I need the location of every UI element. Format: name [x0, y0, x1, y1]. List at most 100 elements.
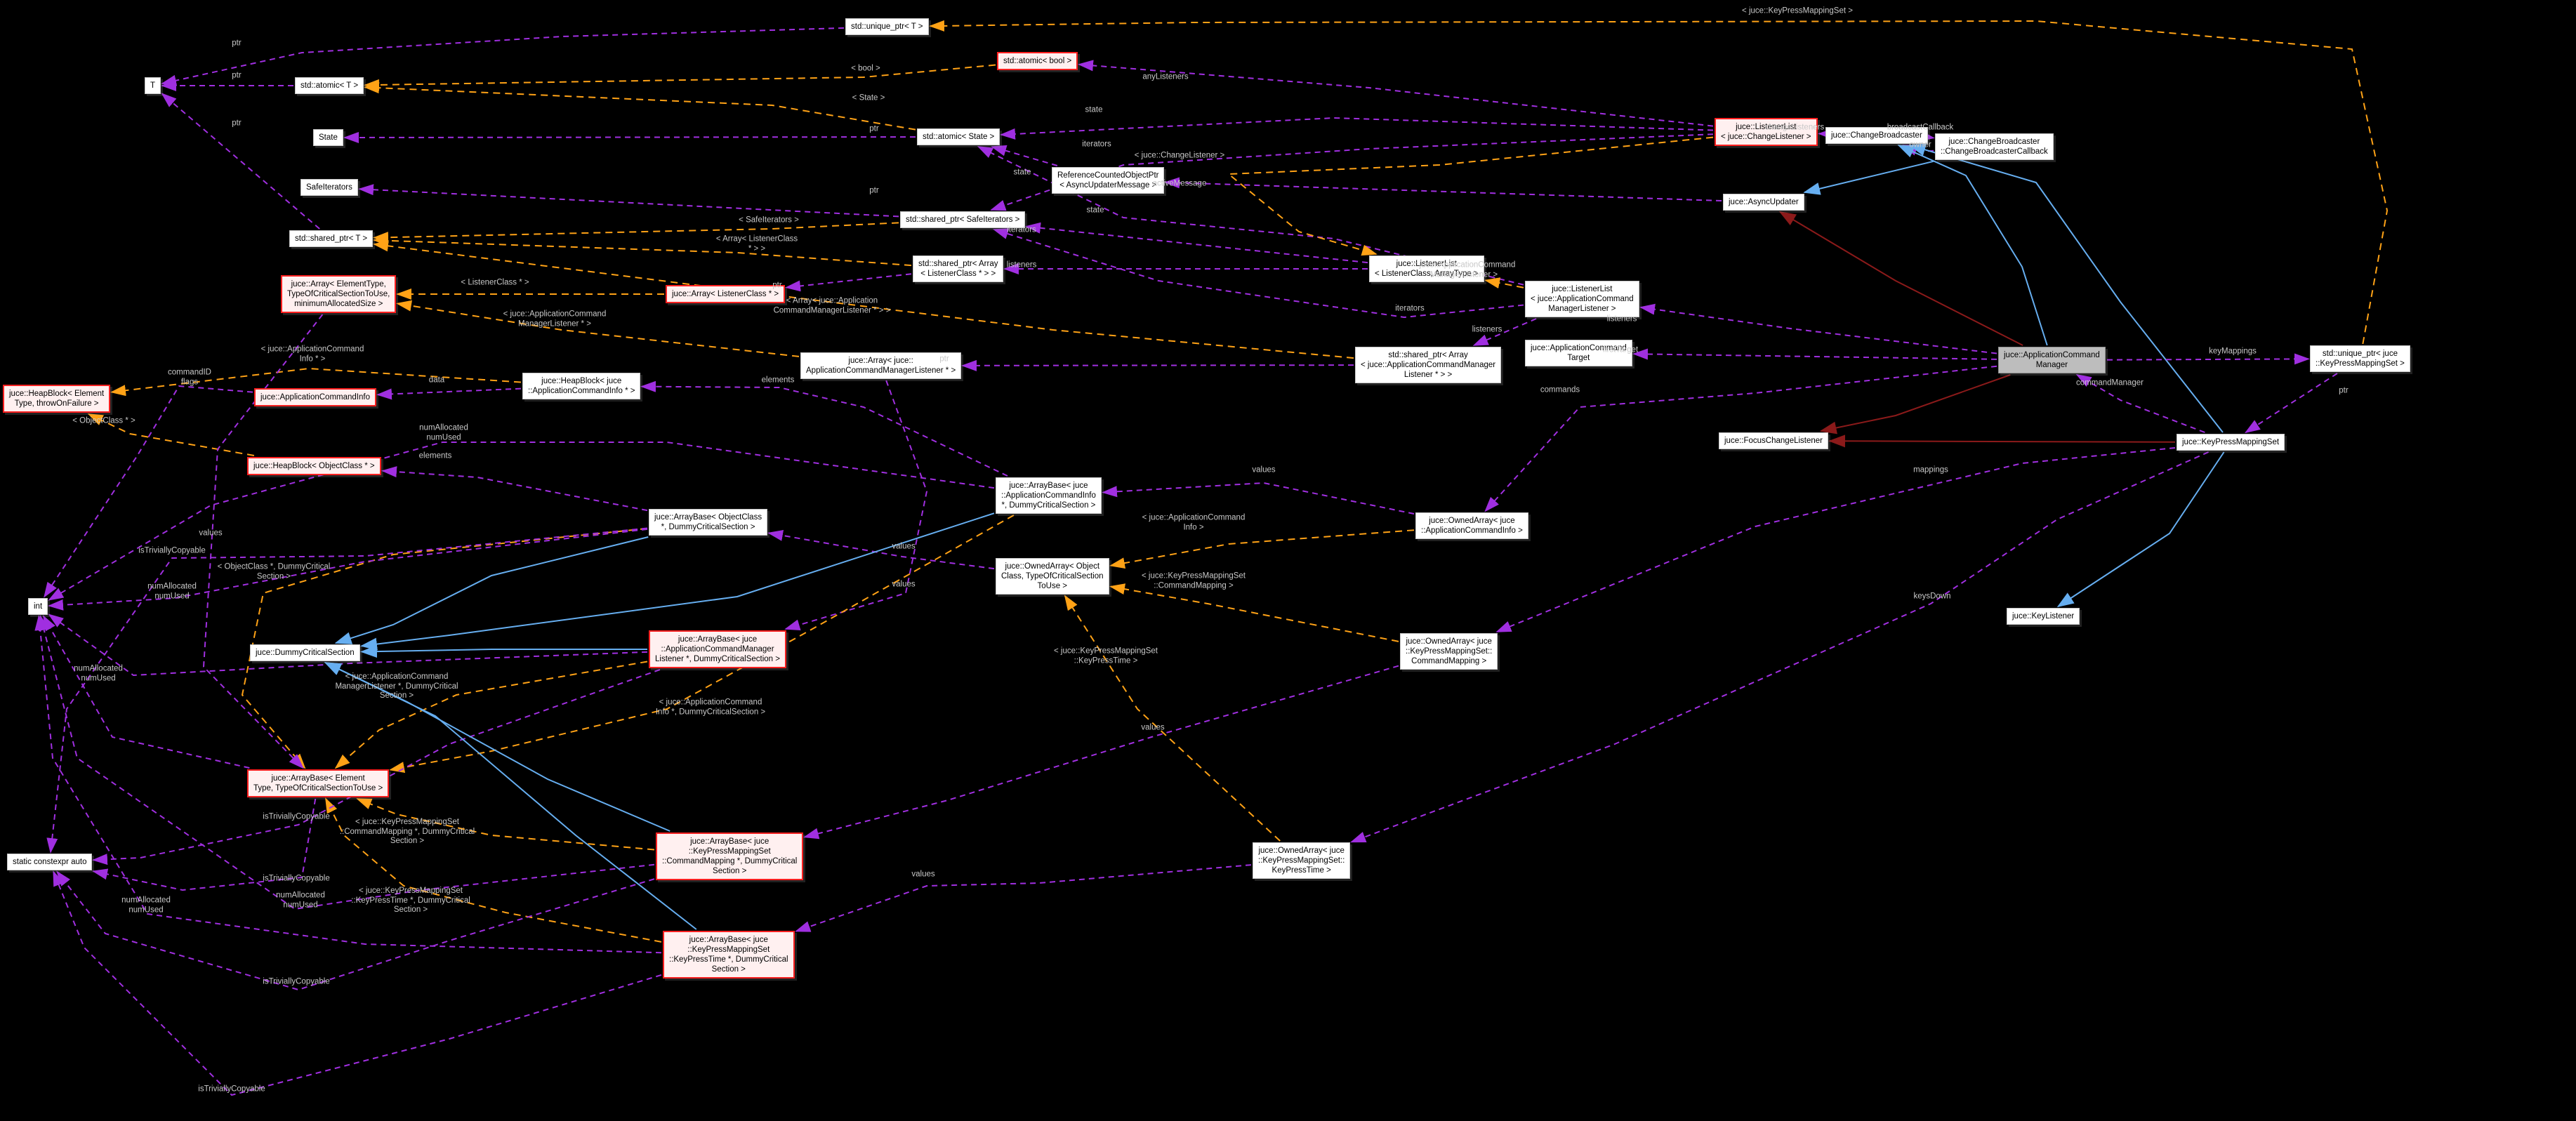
node-acm[interactable]: juce::ApplicationCommand Manager [1998, 347, 2106, 373]
node-owned-objectclass[interactable]: juce::OwnedArray< Object Class, TypeOfCr… [996, 558, 1109, 595]
edge-arraybase-acml-to-int [48, 613, 648, 677]
edge-label-heapblock-aci-to-appcommandinfo: data [428, 376, 445, 385]
node-arraybase-commandmapping[interactable]: juce::ArrayBase< juce ::KeyPressMappingS… [656, 833, 804, 880]
node-listenerlist-acml[interactable]: juce::ListenerList < juce::ApplicationCo… [1525, 281, 1639, 317]
edge-label-arraybase-objectclass-to-arraybase-element: < ObjectClass *, DummyCritical Section > [217, 562, 331, 581]
node-kpms[interactable]: juce::KeyPressMappingSet [2177, 434, 2285, 451]
edge-label-atomic-t-to-t: ptr [232, 71, 242, 80]
edge-label-shared-t-to-t: ptr [232, 119, 242, 128]
edge-label-owned-aci-to-arraybase-aci: values [1252, 465, 1276, 475]
edge-label-arraybase-objectclass-to-static-auto: isTriviallyCopyable [138, 546, 206, 555]
edge-label-arraybase-commandmapping-to-arraybase-element: < juce::KeyPressMappingSet ::CommandMapp… [339, 817, 475, 845]
edge-label-shared-safeiterators-to-safeiterators: ptr [869, 186, 879, 195]
node-asyncupdater[interactable]: juce::AsyncUpdater [1723, 194, 1804, 211]
edge-label-acm-to-owned-aci: commands [1540, 385, 1580, 394]
node-array-template[interactable]: juce::Array< ElementType, TypeOfCritical… [281, 275, 397, 313]
edge-label-kpms-to-owned-keypresstime: keysDown [1913, 592, 1951, 601]
node-shared-array-listenerclass[interactable]: std::shared_ptr< Array < ListenerClass *… [913, 256, 1004, 282]
edge-label-listenerlist-acml-to-shared-safeiterators: iterators [1395, 304, 1425, 313]
edge-label-arraybase-aci-to-int: numAllocated numUsed [419, 423, 468, 442]
edge-label-shared-array-acml-to-shared-t: < Array< juce::Application CommandManage… [773, 296, 891, 315]
edge-arraybase-objectclass-to-heapblock-objectclass [381, 466, 648, 512]
node-appcommandinfo[interactable]: juce::ApplicationCommandInfo [254, 388, 376, 406]
edge-unique-kpms-to-unique-t [929, 20, 2389, 345]
edge-owned-commandmapping-to-owned-objectclass [1109, 583, 1399, 642]
edge-shared-safeiterators-to-shared-t [373, 222, 899, 244]
edge-label-changebroadcastercallback-to-changebroadcaster: owner [1909, 140, 1931, 150]
node-owned-aci[interactable]: juce::OwnedArray< juce ::ApplicationComm… [1415, 512, 1528, 539]
node-array-acml[interactable]: juce::Array< juce:: ApplicationCommandMa… [800, 352, 962, 379]
edge-label-appcommandinfo-to-int: commandID flags [168, 368, 211, 387]
node-safeiterators[interactable]: SafeIterators [300, 179, 358, 196]
node-owned-commandmapping[interactable]: juce::OwnedArray< juce ::KeyPressMapping… [1400, 633, 1498, 670]
node-heapblock-aci[interactable]: juce::HeapBlock< juce ::ApplicationComma… [522, 373, 641, 399]
edge-acm-to-owned-aci [1484, 365, 1997, 512]
edge-label-owned-objectclass-to-arraybase-objectclass: values [892, 542, 916, 551]
node-dummycs[interactable]: juce::DummyCriticalSection [250, 644, 360, 661]
edge-label-owned-keypresstime-to-arraybase-keypresstime: values [911, 870, 935, 879]
node-arraybase-acml[interactable]: juce::ArrayBase< juce ::ApplicationComma… [649, 630, 786, 668]
edge-label-heapblock-aci-to-heapblock-element: < juce::ApplicationCommand Info * > [260, 345, 364, 364]
edge-array-acml-to-arraybase-acml [784, 380, 928, 630]
edge-shared-array-listenerclass-to-array-listenerclass [785, 273, 912, 292]
edge-heapblock-objectclass-to-heapblock-element [87, 413, 255, 456]
node-owned-keypresstime[interactable]: juce::OwnedArray< juce ::KeyPressMapping… [1253, 842, 1351, 879]
node-arraybase-keypresstime[interactable]: juce::ArrayBase< juce ::KeyPressMappingS… [663, 931, 795, 979]
node-shared-array-acml[interactable]: std::shared_ptr< Array < juce::Applicati… [1355, 347, 1502, 383]
edge-label-arraybase-commandmapping-to-static-auto: isTriviallyCopyable [263, 977, 330, 986]
edge-arraybase-aci-to-heapblock-aci [640, 380, 1008, 477]
edge-label-arraybase-aci-to-arraybase-element: < juce::ApplicationCommand Info *, Dummy… [655, 698, 766, 717]
edge-kpms-to-changebroadcaster [1908, 143, 2224, 433]
node-static-auto[interactable]: static constexpr auto [7, 854, 93, 870]
node-changebroadcastercallback[interactable]: juce::ChangeBroadcaster ::ChangeBroadcas… [1935, 133, 2054, 160]
edge-label-arraybase-keypresstime-to-int: numAllocated numUsed [121, 896, 171, 915]
node-changebroadcaster[interactable]: juce::ChangeBroadcaster [1825, 127, 1928, 144]
node-shared-safeiterators[interactable]: std::shared_ptr< SafeIterators > [900, 211, 1026, 228]
node-int[interactable]: int [28, 598, 48, 615]
node-t[interactable]: T [145, 77, 161, 94]
edge-label-listenerlist-changelistener-to-shared-safeiterators: iterators [1082, 140, 1111, 149]
edge-label-heapblock-objectclass-to-heapblock-element: < ObjectClass * > [72, 416, 136, 425]
edge-label-array-acml-to-arraybase-acml: values [892, 580, 916, 589]
node-listenerlist-template[interactable]: juce::ListenerList < ListenerClass, Arra… [1369, 256, 1484, 282]
node-rcop[interactable]: ReferenceCountedObjectPtr < AsyncUpdater… [1052, 167, 1165, 194]
edge-label-shared-array-listenerclass-to-array-listenerclass: ptr [772, 281, 782, 290]
edge-label-arraybase-commandmapping-to-int: numAllocated numUsed [276, 891, 325, 910]
edge-arraybase-aci-to-int [48, 442, 995, 601]
edge-arraybase-aci-to-dummycs [360, 512, 995, 651]
node-atomic-t[interactable]: std::atomic< T > [295, 77, 364, 94]
node-atomic-state[interactable]: std::atomic< State > [917, 128, 1000, 145]
edge-label-shared-safeiterators-to-shared-t: < SafeIterators > [739, 215, 799, 225]
node-shared-t[interactable]: std::shared_ptr< T > [289, 230, 374, 247]
edge-label-arraybase-keypresstime-to-static-auto: isTriviallyCopyable [198, 1084, 265, 1094]
node-arraybase-objectclass[interactable]: juce::ArrayBase< ObjectClass *, DummyCri… [649, 509, 768, 536]
edge-label-shared-array-acml-to-array-acml: ptr [939, 354, 949, 364]
node-state[interactable]: State [313, 129, 343, 146]
edge-label-listenerlist-acml-to-shared-array-acml: listeners [1472, 325, 1502, 334]
node-arraybase-aci[interactable]: juce::ArrayBase< juce ::ApplicationComma… [996, 477, 1102, 514]
node-array-listenerclass[interactable]: juce::Array< ListenerClass * > [666, 285, 786, 303]
edge-label-listenerlist-template-to-shared-array-listenerclass: listeners [1006, 260, 1037, 270]
node-atomic-bool[interactable]: std::atomic< bool > [997, 52, 1078, 70]
edge-label-arraybase-acml-to-arraybase-element: < juce::ApplicationCommand ManagerListen… [335, 672, 458, 700]
edge-unique-t-to-t [161, 27, 845, 86]
edge-label-array-template-to-arraybase-element: values [199, 529, 223, 538]
edge-shared-safeiterators-to-safeiterators [358, 184, 899, 218]
node-focuschangelistener[interactable]: juce::FocusChangeListener [1719, 432, 1828, 449]
edge-owned-objectclass-to-arraybase-objectclass [767, 529, 995, 570]
edge-acm-to-changebroadcaster [1897, 145, 2048, 346]
node-heapblock-objectclass[interactable]: juce::HeapBlock< ObjectClass * > [247, 457, 381, 475]
edge-array-acml-to-array-template [396, 300, 800, 357]
edge-atomic-state-to-atomic-t [364, 82, 916, 131]
node-unique-kpms[interactable]: std::unique_ptr< juce ::KeyPressMappingS… [2310, 345, 2410, 372]
node-arraybase-element[interactable]: juce::ArrayBase< Element Type, TypeOfCri… [247, 769, 390, 797]
node-heapblock-element[interactable]: juce::HeapBlock< Element Type, throwOnFa… [3, 385, 111, 413]
node-act[interactable]: juce::ApplicationCommand Target [1525, 340, 1632, 366]
node-unique-t[interactable]: std::unique_ptr< T > [845, 18, 929, 35]
edge-arraybase-keypresstime-to-dummycs [324, 662, 697, 930]
edge-label-listenerlist-changelistener-to-listenerlist-template: < juce::ChangeListener > [1134, 151, 1225, 160]
edge-owned-keypresstime-to-arraybase-keypresstime [795, 864, 1252, 932]
node-keylistener[interactable]: juce::KeyListener [2007, 608, 2080, 625]
node-listenerlist-changelistener[interactable]: juce::ListenerList < juce::ChangeListene… [1715, 118, 1818, 146]
